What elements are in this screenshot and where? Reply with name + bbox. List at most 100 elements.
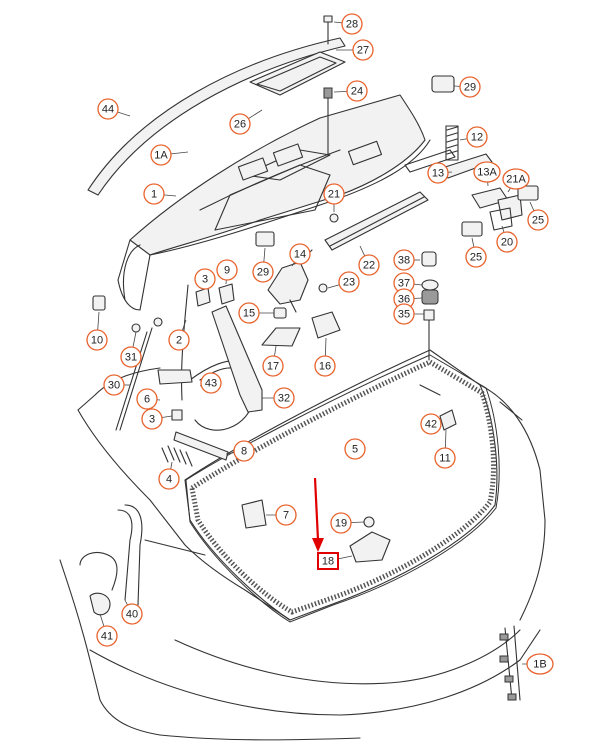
nut-21 — [329, 213, 339, 223]
callout-17[interactable]: 17 — [262, 345, 284, 377]
callout-1[interactable]: 1 — [143, 183, 177, 205]
callout-circle — [275, 504, 297, 526]
callout-circle — [527, 209, 549, 231]
callout-circle — [262, 355, 284, 377]
callout-circle — [427, 162, 449, 184]
clip-10 — [92, 295, 106, 311]
callout-circle — [97, 98, 119, 120]
callout-label: 28 — [346, 19, 358, 31]
callout-8[interactable]: 8 — [225, 440, 255, 462]
callout-9[interactable]: 9 — [216, 259, 238, 285]
callout-circle — [434, 447, 456, 469]
trunk-lid — [117, 94, 431, 311]
callout-32[interactable]: 32 — [262, 387, 295, 409]
callout-label: 10 — [91, 335, 103, 347]
callout-13[interactable]: 13 — [427, 162, 453, 184]
callout-3[interactable]: 3 — [141, 408, 173, 430]
callout-2[interactable]: 2 — [168, 319, 190, 351]
callout-circle — [323, 183, 345, 205]
callout-label: 14 — [294, 249, 306, 261]
striker-18 — [349, 531, 391, 563]
callout-label: 23 — [343, 277, 355, 289]
callout-10[interactable]: 10 — [86, 311, 108, 351]
nut-19 — [363, 516, 375, 528]
callout-31[interactable]: 31 — [120, 331, 142, 368]
callout-label: 21 — [328, 189, 340, 201]
callout-label: 29 — [464, 82, 476, 94]
callout-4[interactable]: 4 — [158, 461, 180, 490]
callout-7[interactable]: 7 — [266, 504, 297, 526]
callout-24[interactable]: 24 — [333, 80, 368, 102]
callout-38[interactable]: 38 — [393, 249, 420, 271]
callout-circle — [473, 161, 501, 183]
callout-6[interactable]: 6 — [136, 388, 161, 410]
bracket-42 — [439, 409, 457, 431]
callout-22[interactable]: 22 — [358, 245, 380, 276]
callout-21[interactable]: 21 — [323, 183, 345, 212]
bracket-17 — [261, 327, 301, 347]
clip-3b — [171, 409, 183, 421]
callout-circle — [168, 329, 190, 351]
callout-circle — [289, 243, 311, 265]
callout-43[interactable]: 43 — [199, 372, 222, 394]
callout-label: 16 — [319, 361, 331, 373]
callout-label: 40 — [126, 609, 138, 621]
callout-44[interactable]: 44 — [97, 98, 131, 120]
torsion-bar-8 — [173, 431, 229, 461]
callout-label: 1A — [154, 150, 168, 162]
callout-3[interactable]: 3 — [194, 268, 216, 291]
callout-12[interactable]: 12 — [459, 126, 488, 148]
callout-label: 3 — [149, 414, 155, 426]
callout-30[interactable]: 30 — [103, 374, 130, 396]
pad-16 — [311, 311, 341, 339]
callout-25[interactable]: 25 — [465, 237, 487, 268]
callout-28[interactable]: 28 — [333, 13, 363, 35]
callout-23[interactable]: 23 — [327, 271, 360, 293]
callout-circle — [194, 268, 216, 290]
highlight-box — [317, 552, 339, 570]
callout-label: 3 — [202, 274, 208, 286]
callout-label: 36 — [398, 294, 410, 306]
callout-circle — [141, 408, 163, 430]
callout-15[interactable]: 15 — [238, 302, 274, 324]
clip-29 — [255, 231, 275, 247]
callout-27[interactable]: 27 — [336, 39, 374, 61]
callout-18[interactable]: 18 — [317, 552, 353, 570]
callout-42[interactable]: 42 — [420, 413, 443, 435]
callout-20[interactable]: 20 — [496, 225, 518, 253]
callout-label: 5 — [352, 444, 358, 456]
callout-13a[interactable]: 13A — [473, 161, 501, 187]
callout-label: 21A — [506, 174, 526, 186]
callout-label: 13 — [432, 168, 444, 180]
callout-5[interactable]: 5 — [344, 438, 366, 460]
callout-19[interactable]: 19 — [330, 512, 365, 534]
callout-circle — [393, 303, 415, 325]
callout-circle — [466, 126, 488, 148]
spoiler-trim — [87, 37, 346, 196]
callout-circle — [200, 372, 222, 394]
callout-35[interactable]: 35 — [393, 303, 424, 325]
callout-40[interactable]: 40 — [121, 599, 143, 625]
callout-label: 31 — [125, 352, 137, 364]
callout-label: 6 — [144, 394, 150, 406]
callout-circle — [526, 653, 554, 675]
clip-15 — [273, 307, 287, 319]
bolt-23 — [318, 283, 328, 293]
callout-label: 29 — [257, 267, 269, 279]
callout-25[interactable]: 25 — [527, 201, 549, 231]
callout-21a[interactable]: 21A — [502, 168, 530, 193]
callout-circle — [229, 113, 251, 135]
callout-29[interactable]: 29 — [453, 76, 481, 98]
callout-16[interactable]: 16 — [314, 337, 336, 377]
callout-41[interactable]: 41 — [96, 613, 118, 647]
callout-circle — [420, 413, 442, 435]
callout-circle — [502, 168, 530, 190]
callout-1a[interactable]: 1A — [150, 144, 189, 166]
callout-11[interactable]: 11 — [434, 429, 456, 469]
spring-4 — [161, 445, 193, 467]
callout-1b[interactable]: 1B — [522, 653, 554, 675]
callout-26[interactable]: 26 — [229, 109, 263, 135]
callout-29[interactable]: 29 — [252, 247, 274, 283]
callout-14[interactable]: 14 — [289, 243, 311, 267]
